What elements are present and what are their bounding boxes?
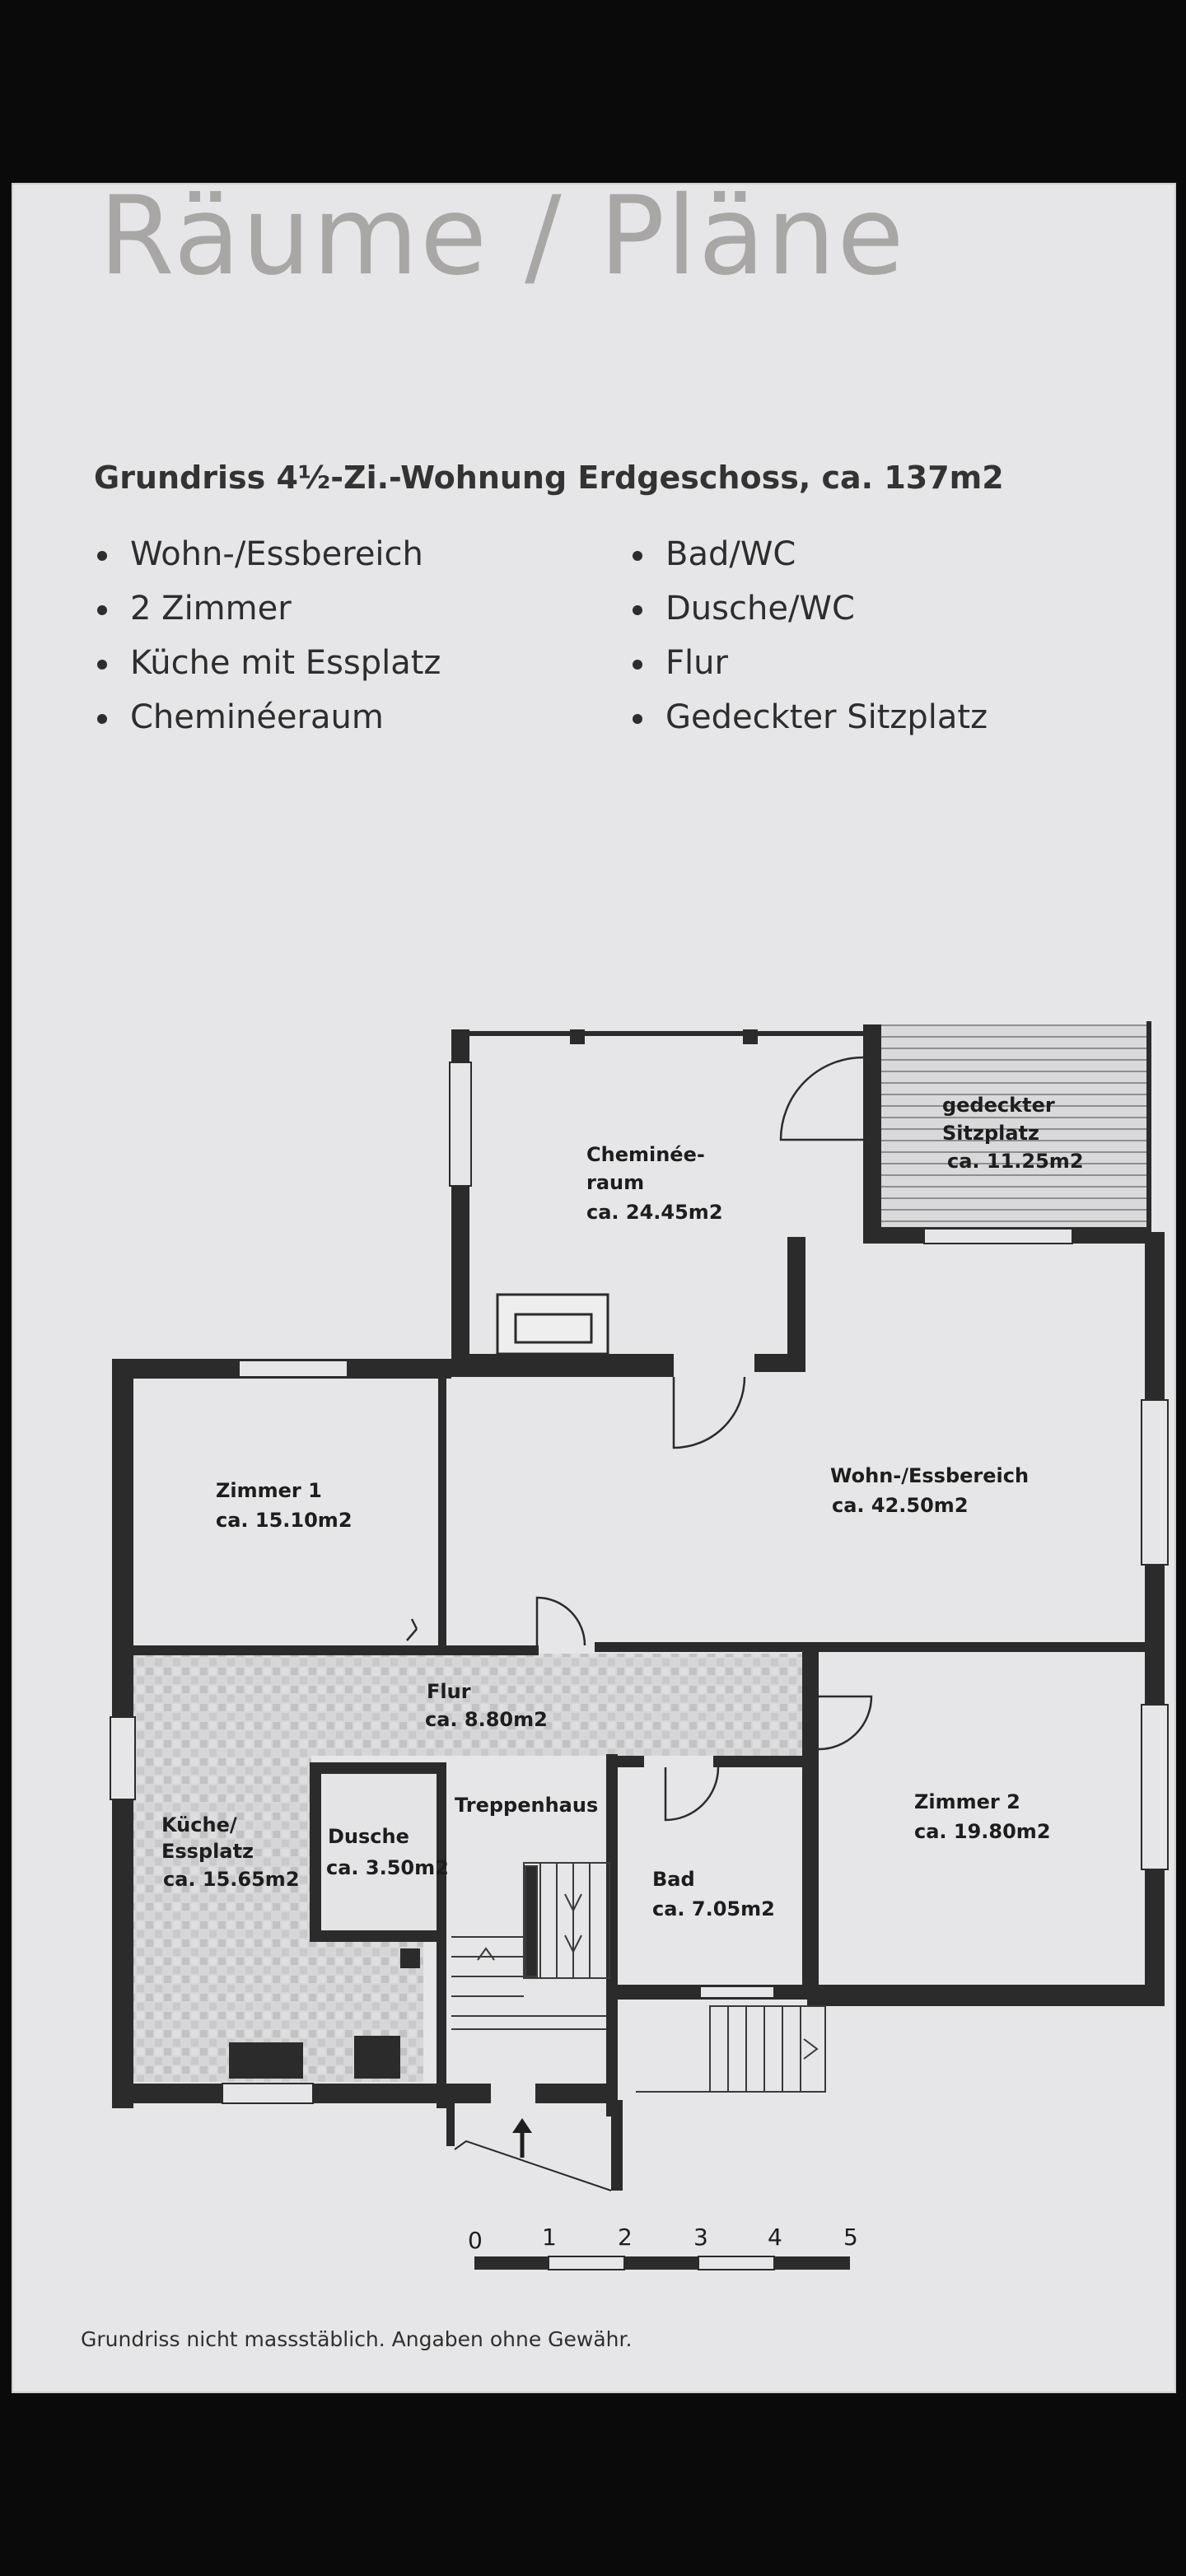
scale-label: 5 xyxy=(843,2224,858,2251)
dusche-floor xyxy=(325,1771,437,1935)
floorplan-subtitle: Grundriss 4½-Zi.-Wohnung Erdgeschoss, ca… xyxy=(94,460,1004,496)
label-wohn-area: ca. 42.50m2 xyxy=(832,1494,969,1517)
entrance-arrow-head-icon xyxy=(512,2118,532,2133)
label-sitz-line2: Sitzplatz xyxy=(942,1122,1039,1145)
page-title: Räume / Pläne xyxy=(99,173,906,300)
walls xyxy=(112,1021,1165,2191)
feature-item: Dusche/WC xyxy=(628,581,988,636)
window-post xyxy=(570,1029,585,1044)
fireplace xyxy=(496,1293,609,1356)
label-sitz-line1: gedeckter xyxy=(942,1094,1055,1117)
label-zimmer2-area: ca. 19.80m2 xyxy=(914,1820,1051,1843)
label-zimmer1: Zimmer 1 xyxy=(216,1479,322,1502)
doors xyxy=(406,1056,873,1822)
label-kueche-line1: Küche/ xyxy=(161,1813,237,1836)
scale-label: 3 xyxy=(693,2224,708,2251)
label-bad: Bad xyxy=(652,1868,695,1891)
stairs-outer xyxy=(636,2005,826,2093)
label-kueche-line2: Essplatz xyxy=(161,1840,254,1863)
label-dusche-area: ca. 3.50m2 xyxy=(326,1856,449,1879)
stairs-treppenhaus xyxy=(451,1862,610,2030)
label-treppenhaus: Treppenhaus xyxy=(455,1794,598,1817)
feature-item: Küche mit Essplatz xyxy=(92,636,441,690)
label-flur-area: ca. 8.80m2 xyxy=(425,1708,548,1731)
scale-label: 2 xyxy=(618,2224,633,2251)
feature-list-right: Bad/WC Dusche/WC Flur Gedeckter Sitzplat… xyxy=(628,527,988,744)
entrance-path xyxy=(454,2118,612,2191)
feature-item: Cheminéeraum xyxy=(92,690,441,744)
kueche-tiles xyxy=(132,1756,311,2082)
deck-area xyxy=(871,1024,1148,1235)
scale-label: 0 xyxy=(468,2227,483,2254)
scale-label: 4 xyxy=(768,2224,782,2251)
windows xyxy=(110,1062,1169,2104)
label-flur: Flur xyxy=(427,1680,471,1703)
label-zimmer2: Zimmer 2 xyxy=(914,1790,1020,1813)
flur-tiles xyxy=(132,1654,807,1756)
label-wohn: Wohn-/Essbereich xyxy=(830,1464,1029,1487)
label-dusche: Dusche xyxy=(328,1825,409,1848)
feature-list-left: Wohn-/Essbereich 2 Zimmer Küche mit Essp… xyxy=(92,527,441,744)
scale-bar: 0 1 2 3 4 5 xyxy=(468,2224,858,2270)
scale-label: 1 xyxy=(542,2224,557,2251)
disclaimer: Grundriss nicht massstäblich. Angaben oh… xyxy=(81,2327,633,2351)
feature-item: 2 Zimmer xyxy=(92,581,441,636)
label-kueche-area: ca. 15.65m2 xyxy=(163,1868,300,1891)
window-post xyxy=(743,1029,758,1044)
label-chem-line2: raum xyxy=(586,1171,644,1194)
label-chem-line1: Cheminée- xyxy=(586,1143,705,1166)
label-bad-area: ca. 7.05m2 xyxy=(652,1897,775,1920)
label-chem-area: ca. 24.45m2 xyxy=(586,1201,723,1224)
feature-item: Gedeckter Sitzplatz xyxy=(628,690,988,744)
label-zimmer1-area: ca. 15.10m2 xyxy=(216,1509,353,1532)
feature-item: Wohn-/Essbereich xyxy=(92,527,441,581)
feature-item: Bad/WC xyxy=(628,527,988,581)
label-sitz-area: ca. 11.25m2 xyxy=(947,1150,1084,1173)
feature-item: Flur xyxy=(628,636,988,690)
